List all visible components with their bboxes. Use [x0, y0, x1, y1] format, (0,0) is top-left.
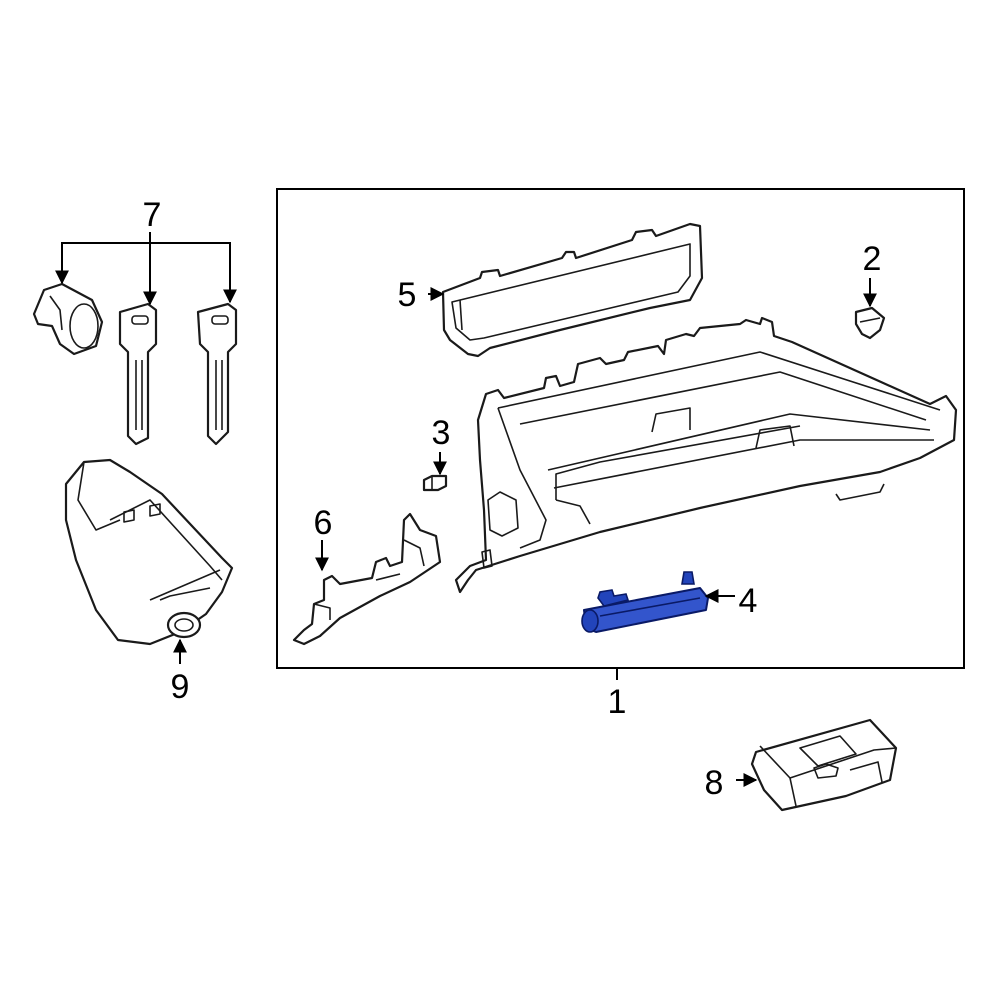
- part-4-damper-highlighted[interactable]: [581, 571, 709, 633]
- callout-9: 9: [171, 668, 190, 706]
- part-3-pad[interactable]: [422, 474, 448, 492]
- callout-1: 1: [608, 683, 627, 721]
- part-2-clip[interactable]: [854, 306, 886, 340]
- callout-5: 5: [398, 276, 417, 314]
- part-1-glove-box[interactable]: [454, 316, 958, 594]
- callout-7: 7: [143, 196, 162, 234]
- callout-8: 8: [705, 764, 724, 802]
- callout-3: 3: [432, 414, 451, 452]
- part-8-module[interactable]: [750, 718, 898, 812]
- callout-7-leader: [55, 232, 237, 306]
- part-5-door-panel[interactable]: [441, 222, 704, 358]
- callout-4: 4: [739, 582, 758, 620]
- assembly-frame: [276, 188, 965, 669]
- callout-2: 2: [863, 240, 882, 278]
- part-6-bracket[interactable]: [292, 512, 442, 646]
- part-9-ignition-switch[interactable]: [64, 458, 234, 646]
- part-7-lock-and-keys[interactable]: [32, 282, 238, 446]
- callout-6: 6: [314, 504, 333, 542]
